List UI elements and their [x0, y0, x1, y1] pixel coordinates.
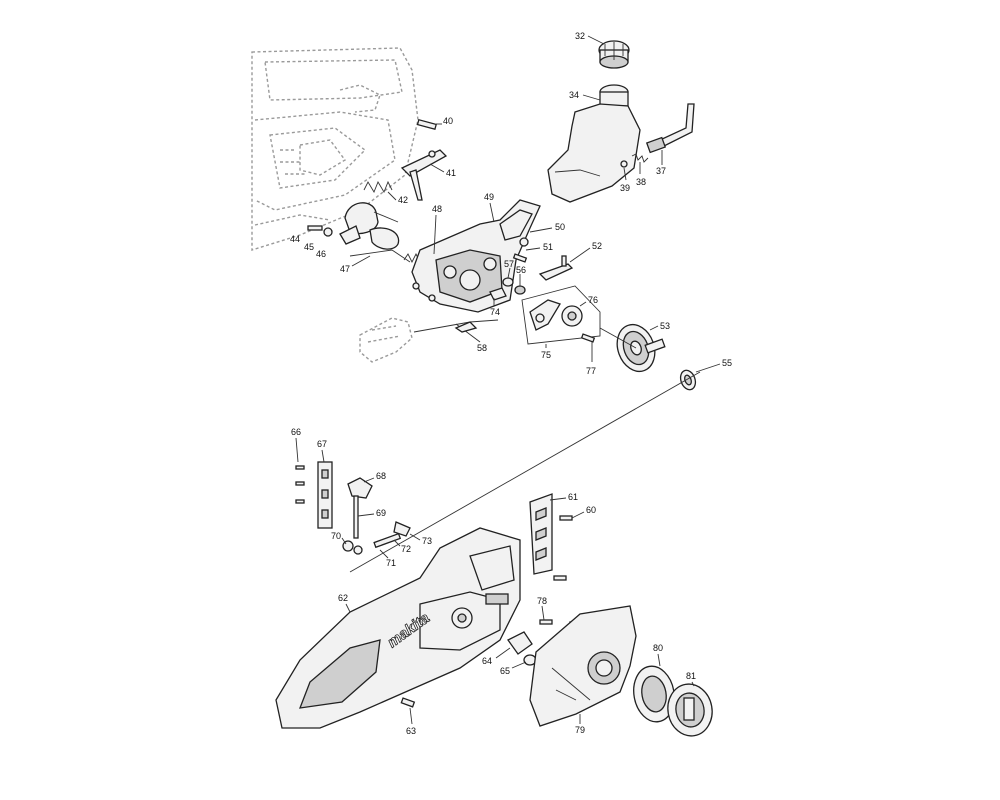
callout-56: 56	[516, 265, 526, 275]
callout-66: 66	[291, 427, 301, 437]
callout-32: 32	[575, 31, 585, 41]
bearing	[679, 369, 697, 391]
callout-39: 39	[620, 183, 630, 193]
callout-34: 34	[569, 90, 579, 100]
callout-47: 47	[340, 264, 350, 274]
callout-67: 67	[317, 439, 327, 449]
callout-65: 65	[500, 666, 510, 676]
ghost-motor-housing	[251, 47, 419, 251]
oil-pump-assembly	[521, 285, 601, 345]
oil-tank	[547, 84, 641, 203]
oil-cap	[598, 40, 630, 69]
callout-41: 41	[446, 168, 456, 178]
callout-44: 44	[290, 234, 300, 244]
brake-band-assembly	[307, 202, 400, 250]
callout-37: 37	[656, 166, 666, 176]
callout-68: 68	[376, 471, 386, 481]
drive-gear	[616, 323, 666, 373]
callout-75: 75	[541, 350, 551, 360]
sprocket-cover	[529, 605, 637, 727]
callout-61: 61	[568, 492, 578, 502]
callout-64: 64	[482, 656, 492, 666]
oil-pipe	[620, 103, 695, 168]
callout-46: 46	[316, 249, 326, 259]
callout-74: 74	[490, 307, 500, 317]
callout-79: 79	[575, 725, 585, 735]
main-housing: makita	[275, 527, 521, 729]
callout-38: 38	[636, 177, 646, 187]
callout-77: 77	[586, 366, 596, 376]
callout-55: 55	[722, 358, 732, 368]
chain-catcher-plate	[529, 493, 573, 581]
callout-62: 62	[338, 593, 348, 603]
callout-42: 42	[398, 195, 408, 205]
callout-80: 80	[653, 643, 663, 653]
callout-81: 81	[686, 671, 696, 681]
callout-72: 72	[401, 544, 411, 554]
callout-45: 45	[304, 242, 314, 252]
ghost-handle	[359, 317, 413, 363]
callout-48: 48	[432, 204, 442, 214]
callout-labels: 32 34 37 38 39 40 41 42 44 45 46 47 48	[290, 31, 732, 736]
small-parts-center	[489, 237, 574, 301]
callout-73: 73	[422, 536, 432, 546]
small-parts-upper-left	[363, 118, 448, 201]
callout-78: 78	[537, 596, 547, 606]
callout-49: 49	[484, 192, 494, 202]
assembly-leader-lines	[349, 249, 701, 573]
callout-69: 69	[376, 508, 386, 518]
callout-57: 57	[504, 259, 514, 269]
chain-adjuster-parts	[295, 461, 411, 555]
callout-60: 60	[586, 505, 596, 515]
callout-71: 71	[386, 558, 396, 568]
callout-51: 51	[543, 242, 553, 252]
callout-52: 52	[592, 241, 602, 251]
callout-53: 53	[660, 321, 670, 331]
callout-76: 76	[588, 295, 598, 305]
tension-ring-and-knob	[633, 665, 713, 737]
callout-70: 70	[331, 531, 341, 541]
callout-58: 58	[477, 343, 487, 353]
callout-50: 50	[555, 222, 565, 232]
callout-63: 63	[406, 726, 416, 736]
callout-40: 40	[443, 116, 453, 126]
